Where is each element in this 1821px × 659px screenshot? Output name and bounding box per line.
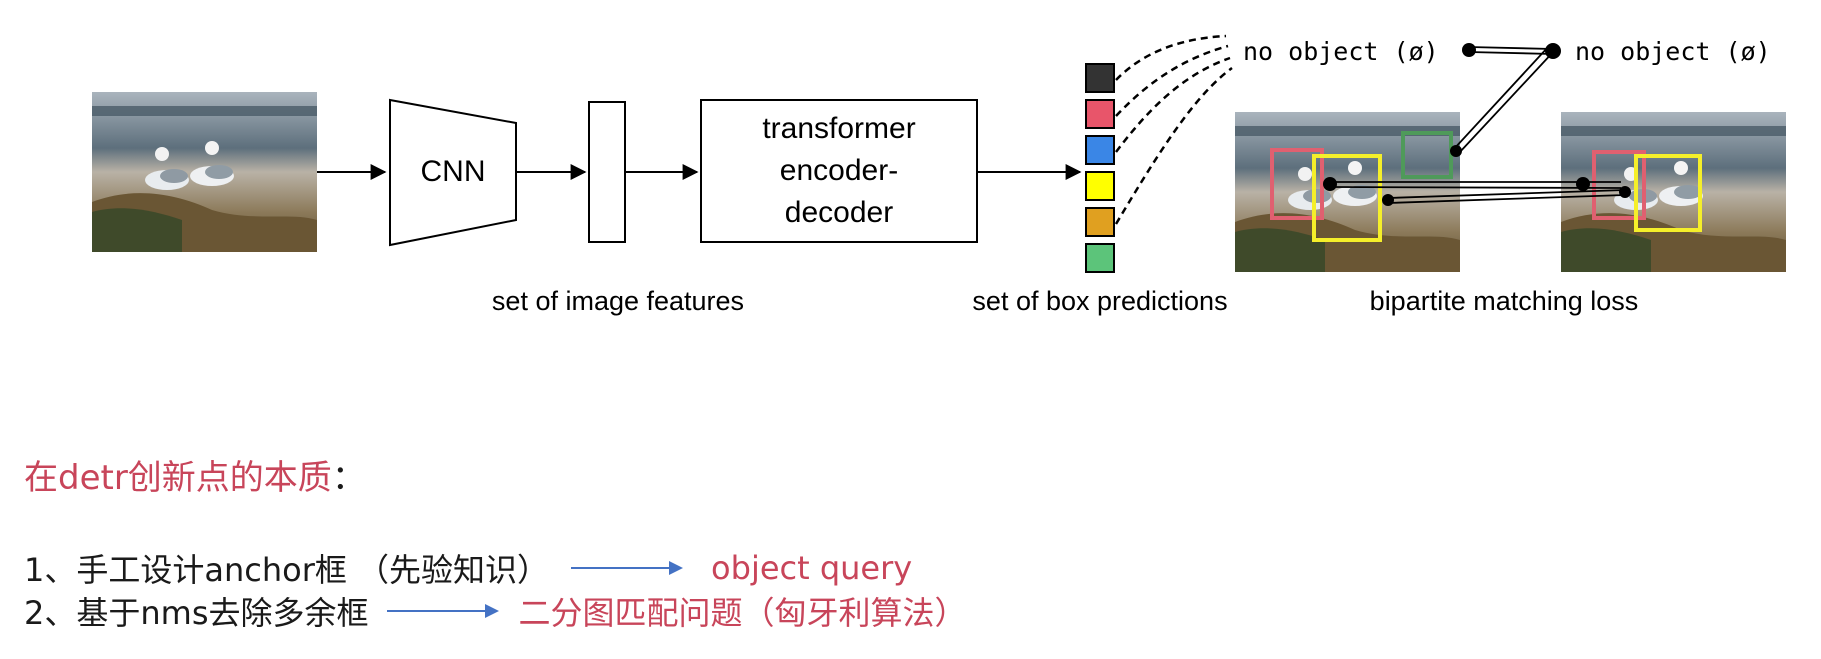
prediction-slot-2 (1085, 99, 1115, 129)
note-item-1-arrow (571, 561, 684, 575)
prediction-slot-1 (1085, 63, 1115, 93)
matching-endpoints (1323, 43, 1631, 206)
transformer-block: transformer encoder- decoder (700, 99, 978, 243)
transformer-label-line-3: decoder (785, 196, 893, 229)
notes-title-text: 在detr创新点的本质 (24, 458, 332, 498)
no-object-label-right: no object (ø) (1575, 37, 1771, 66)
notes-title-colon: ： (331, 458, 366, 498)
note-item-1-text: 1、手工设计anchor框 （先验知识） (24, 551, 550, 589)
prediction-slot-6 (1085, 243, 1115, 273)
input-image (92, 92, 317, 252)
ground-truth-image (1561, 112, 1786, 272)
transformer-label-line-1: transformer (762, 112, 915, 145)
image-features-block (588, 101, 626, 243)
bipartite-matching-links (1329, 45, 1626, 204)
predicted-boxes-image (1235, 112, 1460, 272)
note-item-2: 2、基于nms去除多余框 二分图匹配问题（匈牙利算法） (24, 588, 967, 634)
note-item-2-result: 二分图匹配问题（匈牙利算法） (518, 594, 967, 632)
caption-box-predictions: set of box predictions (972, 286, 1227, 316)
note-item-2-arrow (386, 604, 499, 618)
prediction-slot-3 (1085, 135, 1115, 165)
note-item-1: 1、手工设计anchor框 （先验知识） object query (24, 545, 912, 591)
no-object-dashed-links (1114, 34, 1233, 225)
transformer-label-line-2: encoder- (780, 154, 898, 187)
prediction-slot-4 (1085, 171, 1115, 201)
no-object-label-left: no object (ø) (1243, 37, 1439, 66)
note-item-2-text: 2、基于nms去除多余框 (24, 594, 369, 632)
prediction-slot-5 (1085, 207, 1115, 237)
caption-bipartite-loss: bipartite matching loss (1370, 286, 1639, 316)
note-item-1-result: object query (711, 549, 913, 587)
caption-image-features: set of image features (492, 286, 744, 316)
box-predictions (1085, 63, 1115, 273)
cnn-block: CNN (389, 98, 517, 247)
cnn-label: CNN (421, 155, 486, 188)
notes-title: 在detr创新点的本质： (24, 450, 366, 499)
detr-pipeline-diagram: CNN transformer encoder- decoder no obje… (92, 34, 1786, 316)
